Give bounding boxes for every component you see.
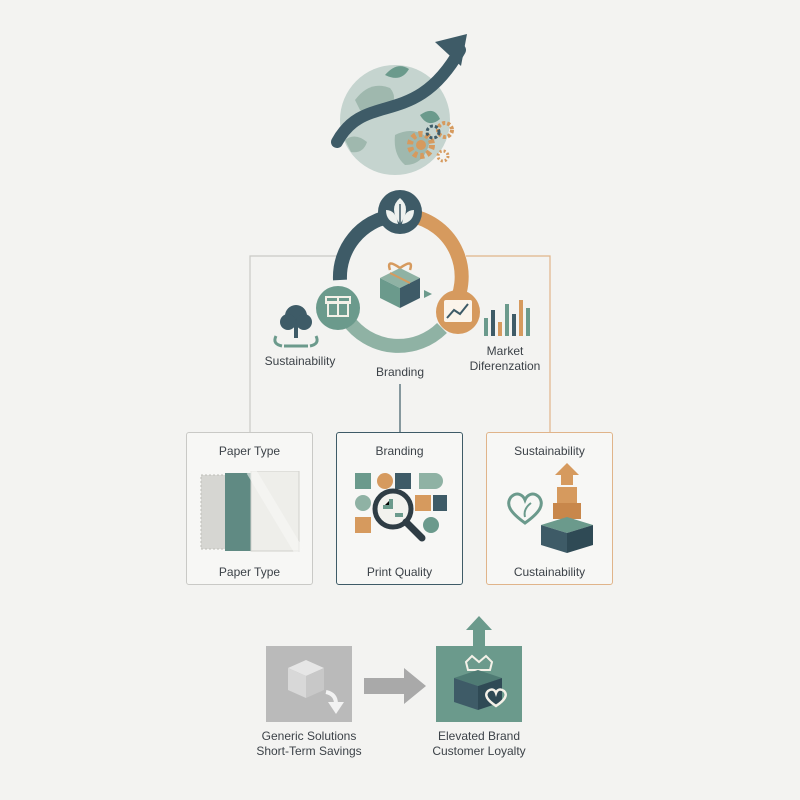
card-title: Sustainability [514,444,585,458]
card-sustainability[interactable]: Sustainability Custainability [486,432,613,585]
heart-box-stack-icon [507,463,593,553]
right-connector [466,255,551,432]
paper-samples-icon [200,471,303,554]
right-arrow-icon [364,668,426,704]
crown-heart-box-icon [436,616,522,722]
plain-box-down-icon [266,646,352,722]
card-title: Branding [375,444,424,458]
gear-icon [407,131,435,159]
comparison-right-line1: Elevated Brand [437,729,521,743]
center-gift-icon [380,262,432,308]
cycle-label-sustainability: Sustainability [264,354,336,368]
comparison-right-label: Elevated Brand Customer Loyalty [416,729,542,759]
leaf-icon [378,190,422,234]
gift-box-icon [316,286,360,330]
card-caption: Print Quality [366,565,433,579]
globe-growth-icon [331,34,467,175]
card-paper-type[interactable]: Paper Type Paper Type [186,432,313,585]
cycle-label-market-line1: Market [486,344,524,358]
cycle-label-market: Market Diferenzation [455,344,555,374]
comparison-left-line2: Short-Term Savings [256,744,362,758]
comparison-left-line1: Generic Solutions [261,729,357,743]
comparison-right-line2: Customer Loyalty [432,744,526,758]
cycle-ring [316,190,480,353]
card-caption: Paper Type [218,565,281,579]
magnifier-pattern-icon [355,473,447,542]
bar-chart-icon [484,300,530,336]
cycle-label-branding: Branding [375,365,425,379]
tree-recycle-icon [273,305,319,348]
chart-icon [436,290,480,334]
card-branding[interactable]: Branding Print Quality [336,432,463,585]
card-title: Paper Type [218,444,281,458]
comparison-left-label: Generic Solutions Short-Term Savings [246,729,372,759]
left-connector [249,255,340,432]
card-caption: Custainability [513,565,586,579]
cycle-label-market-line2: Diferenzation [469,359,541,373]
